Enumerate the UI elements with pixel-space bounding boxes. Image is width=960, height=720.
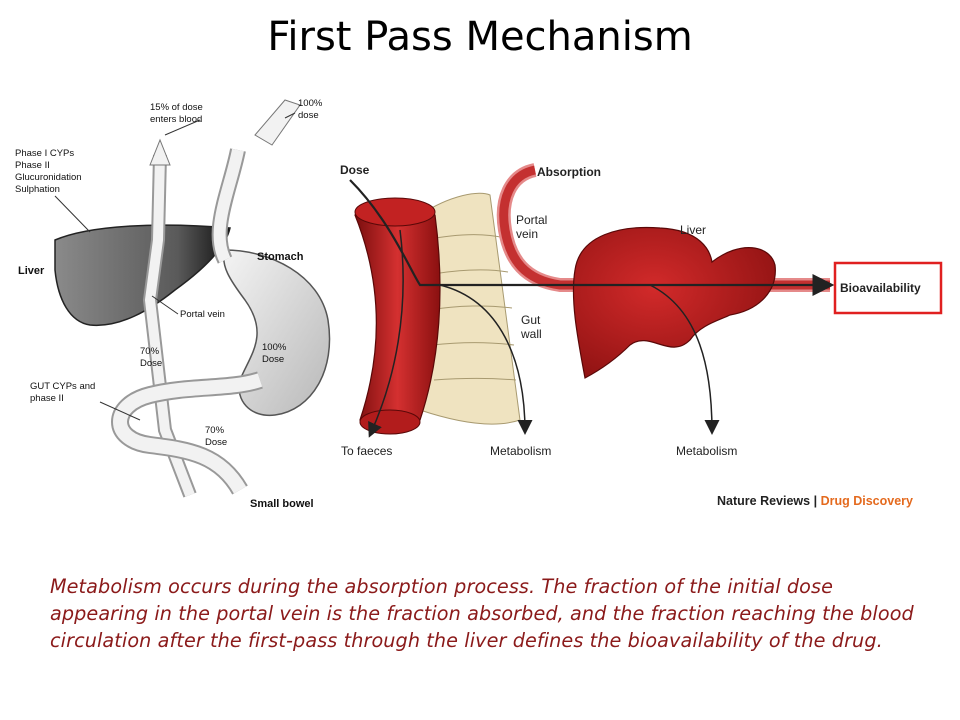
label-gut-wall-2: wall: [520, 327, 542, 341]
figure-credit: Nature Reviews | Drug Discovery: [717, 494, 913, 508]
label-to-faeces: To faeces: [341, 444, 392, 458]
label-15-dose-l2: enters blood: [150, 114, 202, 125]
label-100-dose-top-l2: dose: [298, 110, 319, 121]
label-dose: Dose: [340, 163, 370, 177]
label-portal-vein-r2: vein: [516, 227, 538, 241]
label-portal-vein-left: Portal vein: [180, 309, 225, 320]
dose-out-arrow: [149, 138, 171, 166]
label-100-dose-mid-l2: Dose: [262, 354, 284, 365]
intestine-tube: [354, 203, 441, 430]
caption-text: Metabolism occurs during the absorption …: [50, 575, 914, 652]
label-bioavailability: Bioavailability: [840, 281, 921, 295]
label-70-dose-right-l1: 70%: [205, 425, 225, 436]
liver-metabolism-line: [649, 284, 720, 435]
label-liver-left: Liver: [18, 265, 45, 277]
label-100-dose-mid-l1: 100%: [262, 342, 287, 353]
label-gut-l2: phase II: [30, 393, 64, 404]
label-enzyme-3: Glucuronidation: [15, 172, 82, 183]
page-title: First Pass Mechanism: [267, 14, 693, 60]
credit-publisher: Nature Reviews: [717, 494, 811, 508]
dose-flow-line: [349, 179, 835, 296]
bioavailability-highlight: [833, 261, 943, 315]
label-stomach: Stomach: [257, 251, 304, 263]
credit-journal: Drug Discovery: [820, 494, 913, 508]
label-100-dose-top-l1: 100%: [298, 98, 323, 109]
label-absorption: Absorption: [537, 165, 601, 179]
label-enzyme-1: Phase I CYPs: [15, 148, 74, 159]
label-liver-right: Liver: [680, 223, 706, 237]
gut-metabolism-line: [439, 284, 533, 435]
label-70-dose-left-l1: 70%: [140, 346, 160, 357]
label-70-dose-right-l2: Dose: [205, 437, 227, 448]
label-15-dose-l1: 15% of dose: [150, 102, 203, 113]
faeces-flow-line: [368, 229, 404, 438]
label-portal-vein-r1: Portal: [516, 213, 547, 227]
dose-in-arrow: [254, 99, 301, 146]
label-gut-wall-1: Gut: [521, 313, 541, 327]
left-liver-shape: [54, 224, 231, 327]
label-gut-l1: GUT CYPs and: [30, 381, 95, 392]
credit-separator: |: [810, 494, 821, 508]
label-metabolism-liver: Metabolism: [676, 444, 737, 458]
label-enzyme-2: Phase II: [15, 160, 50, 171]
label-70-dose-left-l2: Dose: [140, 358, 162, 369]
label-enzyme-4: Sulphation: [15, 184, 60, 195]
label-small-bowel: Small bowel: [250, 498, 314, 510]
label-metabolism-gut: Metabolism: [490, 444, 551, 458]
